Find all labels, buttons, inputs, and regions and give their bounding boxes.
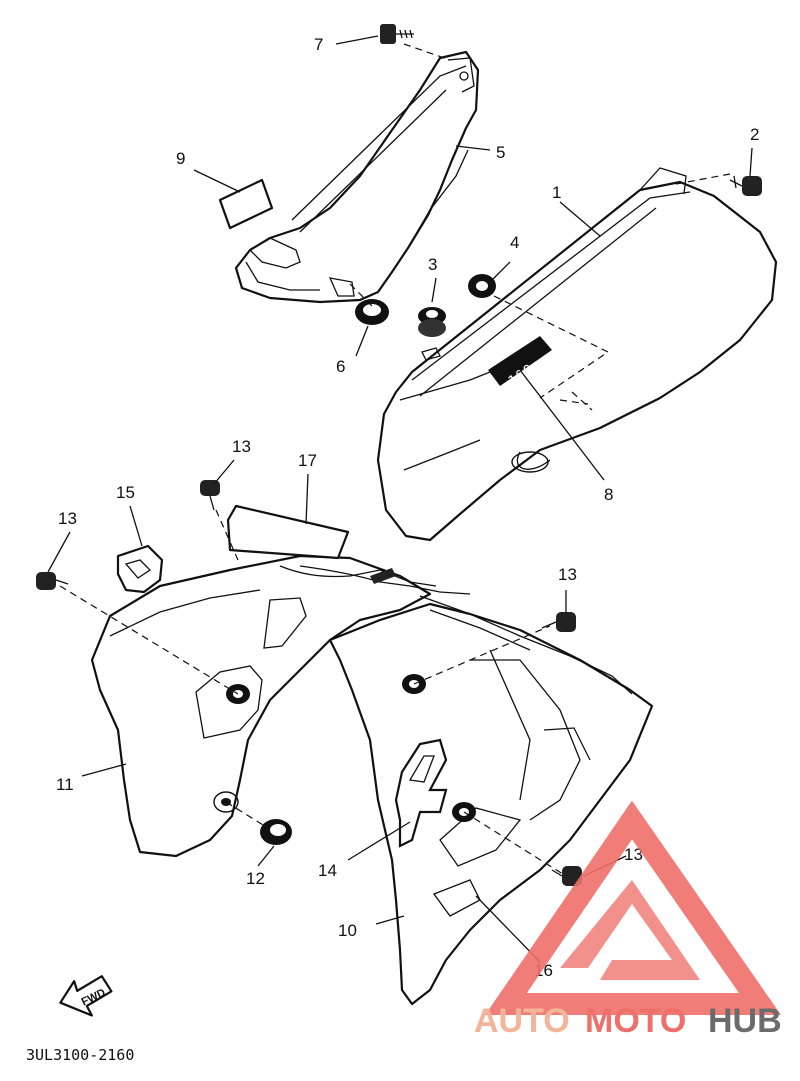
grommet-4	[468, 274, 496, 298]
callout-6: 6	[336, 357, 345, 376]
callout-5: 5	[496, 143, 505, 162]
callout-13-a: 13	[58, 509, 77, 528]
bolt-2	[729, 175, 762, 196]
side-cover-bracket	[234, 50, 480, 304]
seal-15	[116, 544, 164, 594]
drawing-code: 3UL3100-2160	[26, 1046, 134, 1064]
watermark-auto: AUTO	[474, 1002, 570, 1040]
fwd-arrow: FWD	[59, 975, 113, 1017]
watermark-triangle-logo	[485, 800, 782, 1015]
leader-lines	[47, 35, 753, 963]
callout-15: 15	[116, 483, 135, 502]
bolt-7	[380, 24, 414, 44]
side-cover-1: 100	[376, 167, 778, 542]
emblem-sticker-9	[218, 178, 274, 230]
watermark-moto: MOTO	[585, 1002, 686, 1040]
callout-8: 8	[604, 485, 613, 504]
callout-10: 10	[338, 921, 357, 940]
callout-13-c: 13	[558, 565, 577, 584]
callout-1: 1	[552, 183, 561, 202]
callout-11: 11	[56, 775, 74, 794]
bolt-13-a	[36, 572, 69, 590]
callout-12: 12	[246, 869, 265, 888]
grommet-6	[355, 299, 389, 325]
callout-7: 7	[314, 35, 323, 54]
callout-3: 3	[428, 255, 437, 274]
watermark-hub: HUB	[708, 1002, 782, 1040]
callout-9: 9	[176, 149, 185, 168]
callout-17: 17	[298, 451, 317, 470]
callout-13-b: 13	[232, 437, 251, 456]
callout-14: 14	[318, 861, 337, 880]
watermark: AUTO MOTO HUB	[474, 800, 782, 1040]
grommet-3	[418, 307, 446, 361]
callout-4: 4	[510, 233, 519, 252]
bolt-13-c	[541, 612, 576, 632]
callout-13-d: 13	[624, 845, 643, 864]
callout-2: 2	[750, 125, 759, 144]
bolt-13-b	[200, 480, 220, 511]
assembly-lines	[59, 43, 567, 877]
sheet-17	[226, 504, 350, 560]
grommet-12	[260, 819, 292, 845]
